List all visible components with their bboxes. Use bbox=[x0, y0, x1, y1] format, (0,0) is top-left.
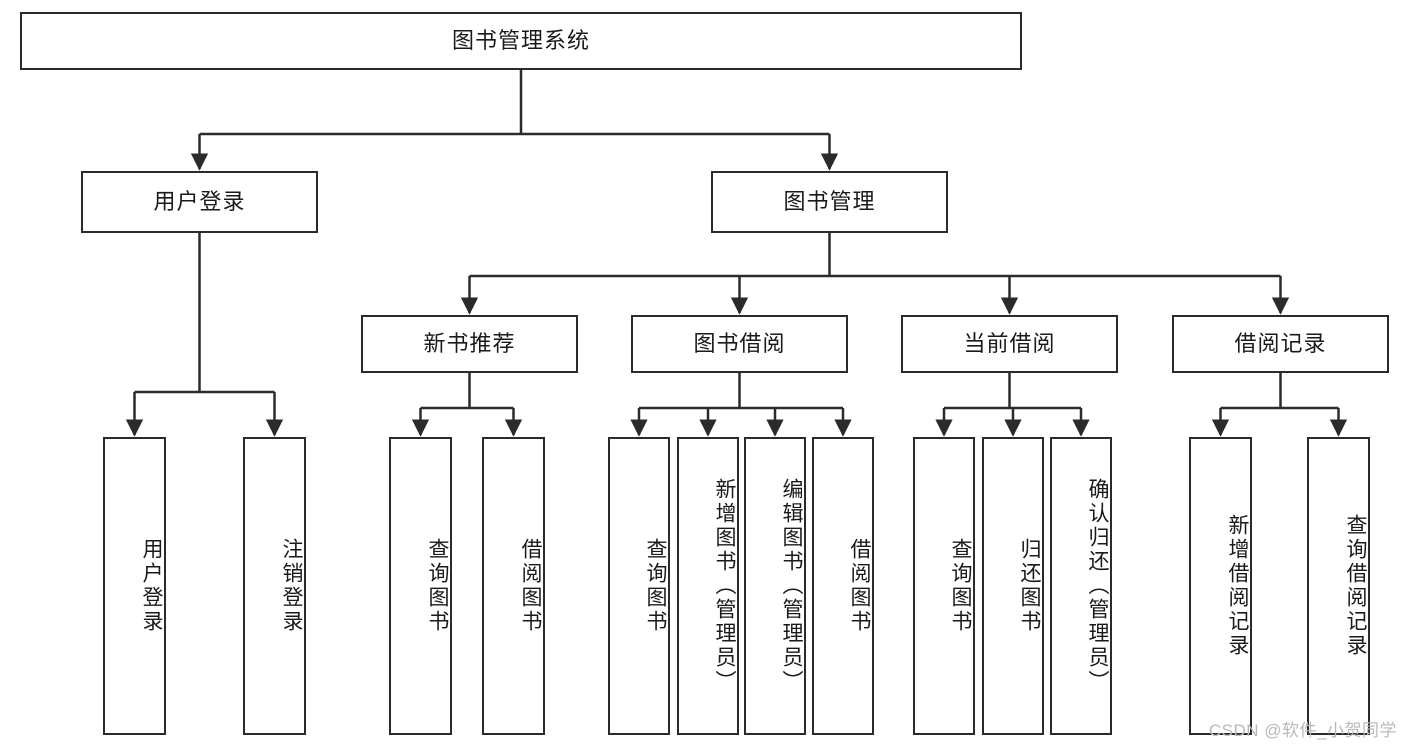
node-label: 查询图书 bbox=[949, 538, 972, 634]
node-label: 注销登录 bbox=[280, 538, 303, 634]
node-label: 查询图书 bbox=[426, 538, 449, 634]
node-label: 图书管理系统 bbox=[451, 27, 590, 53]
node-leaf-query-borrow-rec[interactable]: 查询借阅记录 bbox=[1307, 437, 1370, 735]
node-leaf-user-login[interactable]: 用户登录 bbox=[103, 437, 166, 735]
node-leaf-confirm-return[interactable]: 确认归还（管理员） bbox=[1050, 437, 1112, 735]
node-label: 借阅记录 bbox=[1234, 330, 1327, 356]
node-label: 图书借阅 bbox=[693, 330, 786, 356]
node-borrow-record[interactable]: 借阅记录 bbox=[1172, 315, 1389, 373]
node-current-borrow[interactable]: 当前借阅 bbox=[901, 315, 1118, 373]
node-label: 图书管理 bbox=[783, 188, 876, 214]
node-leaf-borrow-book[interactable]: 借阅图书 bbox=[812, 437, 874, 735]
node-root[interactable]: 图书管理系统 bbox=[20, 12, 1022, 70]
node-label: 新书推荐 bbox=[423, 330, 516, 356]
node-leaf-add-book[interactable]: 新增图书（管理员） bbox=[677, 437, 739, 735]
node-label: 用户登录 bbox=[153, 188, 246, 214]
node-label: 当前借阅 bbox=[963, 330, 1056, 356]
node-label: 借阅图书 bbox=[519, 538, 542, 634]
node-label: 借阅图书 bbox=[848, 538, 871, 634]
node-user-login[interactable]: 用户登录 bbox=[81, 171, 318, 233]
node-new-book-rec[interactable]: 新书推荐 bbox=[361, 315, 578, 373]
csdn-watermark: CSDN @软件_小贺同学 bbox=[1208, 721, 1397, 740]
node-leaf-edit-book[interactable]: 编辑图书（管理员） bbox=[744, 437, 806, 735]
node-label: 编辑图书（管理员） bbox=[780, 478, 803, 694]
node-label: 确认归还（管理员） bbox=[1086, 478, 1109, 694]
node-label: 查询图书 bbox=[644, 538, 667, 634]
node-book-manage[interactable]: 图书管理 bbox=[711, 171, 948, 233]
node-leaf-query-book-rec[interactable]: 查询图书 bbox=[389, 437, 452, 735]
node-leaf-borrow-book-rec[interactable]: 借阅图书 bbox=[482, 437, 545, 735]
node-book-borrow[interactable]: 图书借阅 bbox=[631, 315, 848, 373]
node-leaf-user-logout[interactable]: 注销登录 bbox=[243, 437, 306, 735]
node-leaf-return-book[interactable]: 归还图书 bbox=[982, 437, 1044, 735]
node-label: 新增图书（管理员） bbox=[713, 478, 736, 694]
node-label: 查询借阅记录 bbox=[1344, 514, 1367, 658]
node-leaf-query-book-cur[interactable]: 查询图书 bbox=[913, 437, 975, 735]
node-label: 新增借阅记录 bbox=[1226, 514, 1249, 658]
node-label: 归还图书 bbox=[1018, 538, 1041, 634]
node-leaf-add-borrow-rec[interactable]: 新增借阅记录 bbox=[1189, 437, 1252, 735]
node-label: 用户登录 bbox=[140, 538, 163, 634]
node-leaf-query-book-borrow[interactable]: 查询图书 bbox=[608, 437, 670, 735]
